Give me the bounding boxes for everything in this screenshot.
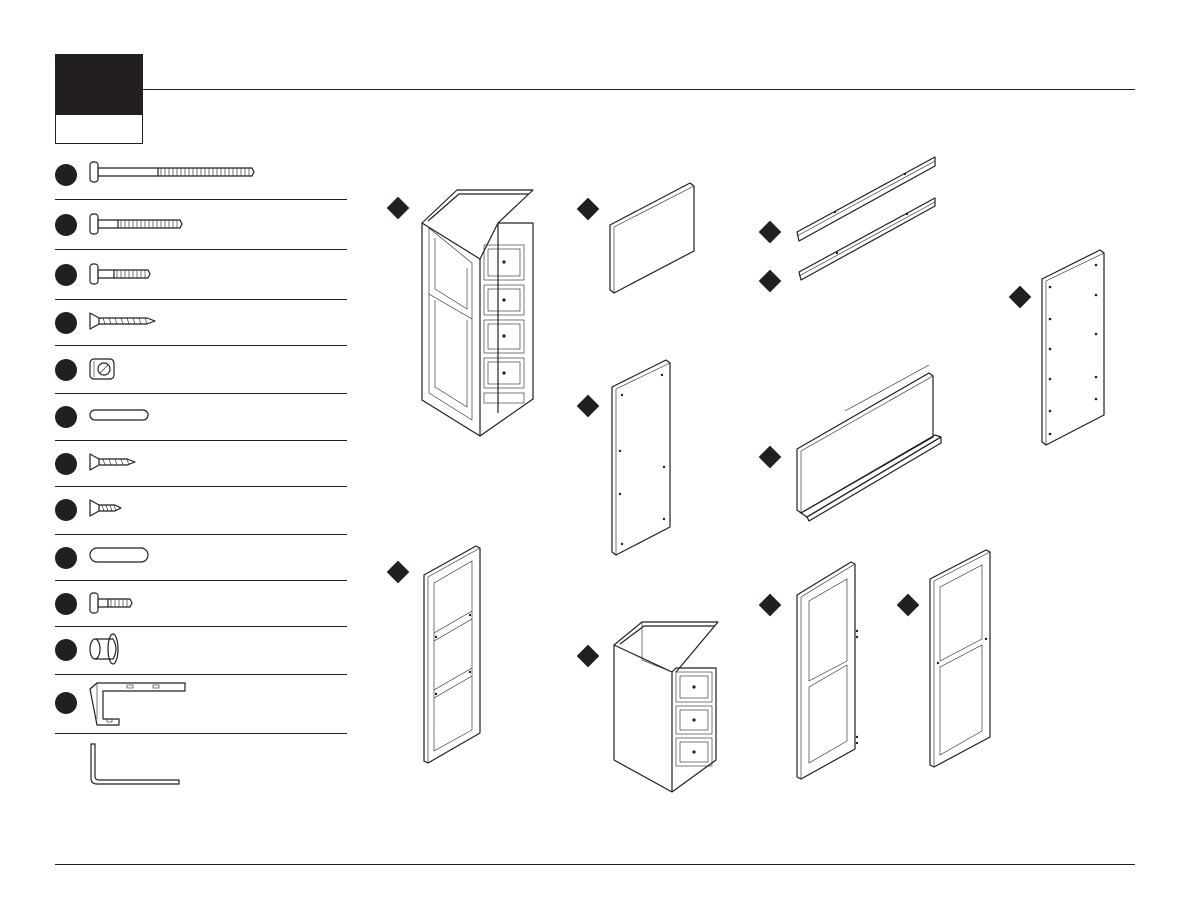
hardware-item-large-wood-dowel <box>55 535 347 581</box>
hardware-item-small-bolt <box>55 581 347 627</box>
hardware-bullet <box>55 453 77 475</box>
hardware-item-allen-key <box>55 734 347 794</box>
wood-screw-icon <box>89 312 209 336</box>
part-callout-marker <box>387 197 410 220</box>
hardware-item-medium-wood-screw <box>55 441 347 487</box>
hardware-item-cam-lock <box>55 346 347 394</box>
hardware-bullet <box>55 312 77 334</box>
part-callout-marker <box>759 270 782 293</box>
hardware-bullet <box>55 499 77 521</box>
barrel-nut-icon <box>89 633 149 669</box>
hardware-bullet <box>55 164 77 186</box>
part-callout-marker <box>759 594 782 617</box>
step-number-block <box>55 54 143 114</box>
hardware-item-short-wood-screw <box>55 487 347 535</box>
hardware-item-flat-head-wood-screw <box>55 300 347 346</box>
part-callout-marker <box>759 221 782 244</box>
hardware-bullet <box>55 692 77 714</box>
long-bolt-icon <box>89 160 319 188</box>
hardware-item-wall-bracket <box>55 675 347 734</box>
part-callout-marker <box>577 198 600 221</box>
step-label-box <box>55 114 143 144</box>
medium-bolt-icon <box>89 212 239 240</box>
back-panel-drawing <box>1040 249 1106 449</box>
footer-rule <box>55 864 1135 865</box>
hardware-bullet <box>55 639 77 661</box>
hardware-bullet <box>55 406 77 428</box>
allen-key-icon <box>89 742 189 792</box>
part-callout-marker <box>1009 286 1032 309</box>
hardware-bullet <box>55 547 77 569</box>
part-callout-marker <box>577 395 600 418</box>
wall-bracket-icon <box>89 679 209 729</box>
part-callout-marker <box>897 594 920 617</box>
rails-drawing <box>795 156 940 291</box>
hardware-item-short-wood-dowel <box>55 394 347 441</box>
wood-screw-icon <box>89 453 169 477</box>
frame-right-drawing <box>928 549 994 771</box>
hardware-item-barrel-nut <box>55 627 347 675</box>
hardware-bullet <box>55 214 77 236</box>
small-base-cabinet-drawing <box>612 620 722 795</box>
header-rule <box>143 89 1135 90</box>
drawer-shelf-assembly-drawing <box>795 371 945 526</box>
hardware-bullet <box>55 359 77 381</box>
small-panel-drawing <box>608 181 698 295</box>
hardware-bullet <box>55 264 77 286</box>
wood-dowel-icon <box>89 547 169 571</box>
hardware-item-short-bolt <box>55 250 347 300</box>
part-callout-marker <box>577 645 600 668</box>
wood-dowel-icon <box>89 408 169 428</box>
hardware-bullet <box>55 593 77 615</box>
cam-lock-icon <box>89 356 149 384</box>
side-panel-drawing <box>610 359 672 559</box>
tall-frame-drawing <box>422 545 484 767</box>
wood-screw-icon <box>89 499 149 523</box>
tall-cabinet-drawing <box>415 188 545 440</box>
part-callout-marker <box>387 561 410 584</box>
hardware-item-long-bolt <box>55 160 347 200</box>
part-callout-marker <box>759 446 782 469</box>
small-bolt-icon <box>89 591 169 619</box>
short-bolt-icon <box>89 262 209 290</box>
hardware-item-medium-bolt <box>55 200 347 250</box>
frame-left-drawing <box>795 561 861 783</box>
